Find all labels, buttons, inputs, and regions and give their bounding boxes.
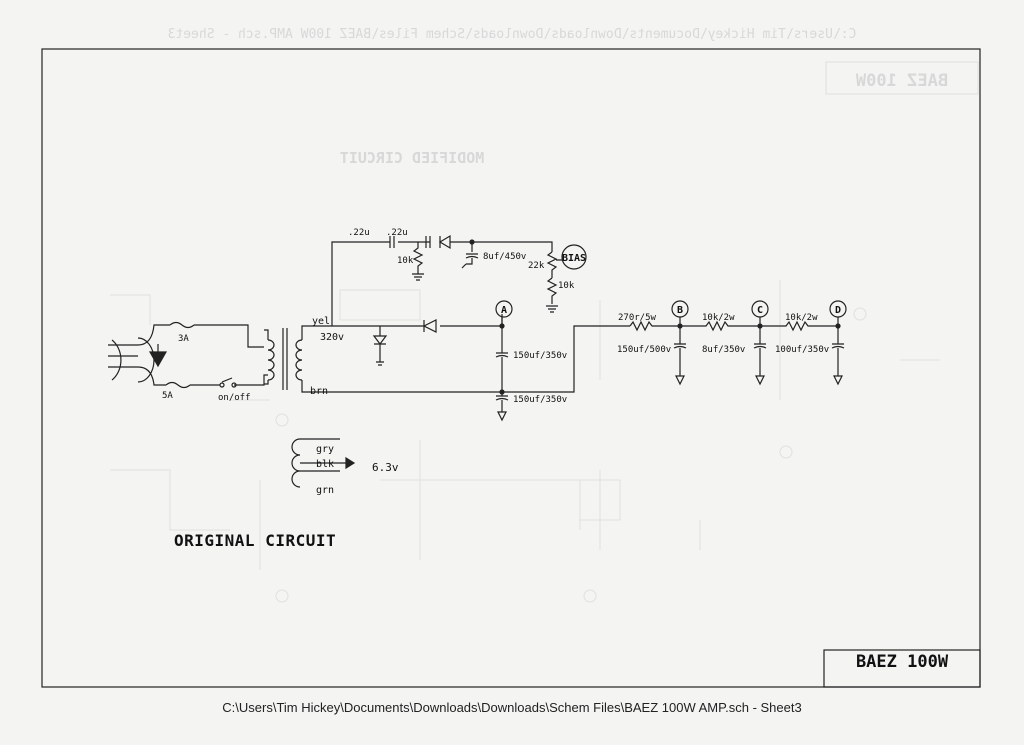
- label-cap-8uf-bias: 8uf/450v: [483, 252, 526, 262]
- ghost-show-through: C:\Users\Tim Hickey\Documents\Downloads\…: [110, 27, 979, 603]
- cap-8-350: [753, 326, 767, 386]
- mains-live-wire: [137, 321, 264, 348]
- label-node-a: A: [501, 305, 507, 316]
- ghost-modified-text: MODIFIED CIRCUIT: [340, 149, 485, 167]
- label-gry: gry: [316, 444, 334, 455]
- cap-150-lower: [495, 392, 509, 422]
- label-cap-022-2: .22u: [386, 228, 408, 238]
- label-bias: BIAS: [562, 253, 586, 264]
- ghost-title-box: [825, 61, 979, 95]
- label-grn: grn: [316, 485, 334, 496]
- label-fuse-3a: 3A: [178, 334, 189, 344]
- label-cap-022-1: .22u: [348, 228, 370, 238]
- junction-bias: [469, 239, 475, 245]
- ghost-header-text: C:\Users\Tim Hickey\Documents\Downloads\…: [168, 27, 857, 42]
- label-node-c: C: [757, 305, 763, 316]
- cap-100: [831, 326, 845, 386]
- cap-8uf-bias: [461, 242, 479, 269]
- ghost-title-text: BAEZ 100W: [855, 71, 948, 91]
- label-brn: brn: [310, 386, 328, 397]
- label-heater-voltage: 6.3v: [372, 461, 399, 474]
- label-switch: on/off: [218, 393, 251, 403]
- label-cap-100: 100uf/350v: [775, 345, 829, 355]
- switch-contact-1: [219, 382, 225, 388]
- label-cap-150-500: 150uf/500v: [617, 345, 671, 355]
- footer-file-path: C:\Users\Tim Hickey\Documents\Downloads\…: [222, 700, 802, 715]
- heater-winding: [291, 438, 356, 488]
- outer-frame: [41, 48, 981, 688]
- label-fuse-5a: 5A: [162, 391, 173, 401]
- label-blk: blk: [316, 459, 334, 470]
- bias-pot-22k: [546, 251, 562, 313]
- label-cap-150-b: 150uf/350v: [513, 395, 567, 405]
- label-node-b: B: [677, 305, 683, 316]
- title-block-box: [823, 649, 981, 688]
- cap-150-500: [673, 326, 687, 386]
- label-r-10k-bias: 10k: [558, 281, 575, 291]
- bias-diode: [438, 234, 451, 250]
- bias-node: [561, 244, 587, 270]
- label-r-10k-top: 10k: [397, 256, 414, 266]
- rectifier-diode: [422, 319, 437, 333]
- node-a: [495, 300, 513, 318]
- junction-a: [499, 323, 505, 329]
- mains-plug-symbol: [108, 337, 168, 383]
- cap-022-2: [425, 236, 431, 248]
- label-r-10k2w-2: 10k/2w: [785, 313, 818, 323]
- label-r-22k: 22k: [528, 261, 545, 271]
- label-320v: 320v: [320, 332, 344, 343]
- label-r-270: 270r/5w: [618, 313, 657, 323]
- label-cap-150-a: 150uf/350v: [513, 351, 567, 361]
- mains-neutral-wire: [137, 366, 268, 389]
- resistor-10k2w-1: [680, 320, 760, 332]
- label-cap-8-350: 8uf/350v: [702, 345, 745, 355]
- bias-feed-wire: [331, 241, 553, 326]
- title-block-text: BAEZ 100W: [855, 652, 949, 672]
- resistor-270r: [629, 320, 680, 332]
- resistor-10k-top: [412, 242, 424, 281]
- vertical-diode: [372, 326, 388, 366]
- switch-contact-2: [231, 382, 237, 388]
- original-circuit-label: ORIGINAL CIRCUIT: [174, 531, 337, 550]
- label-node-d: D: [835, 305, 841, 316]
- label-r-10k2w-1: 10k/2w: [702, 313, 735, 323]
- resistor-10k2w-2: [760, 320, 840, 332]
- power-transformer: [264, 325, 502, 393]
- label-yel: yel: [312, 316, 330, 327]
- cap-022-1: [389, 236, 395, 248]
